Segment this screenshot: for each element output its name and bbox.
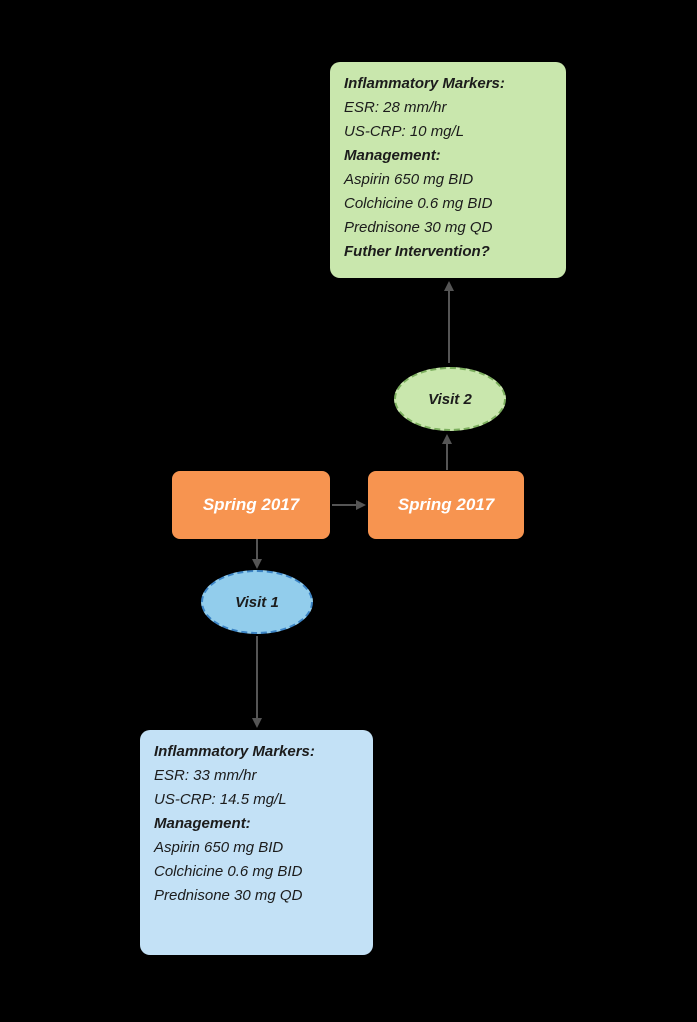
visit1-management-header: Management: — [154, 815, 251, 832]
visit2-node: Visit 2 — [394, 367, 506, 431]
visit2-management-header: Management: — [344, 147, 441, 164]
visit1-med-colchicine: Colchicine 0.6 mg BID — [154, 863, 303, 880]
arrowhead-up-green-card — [444, 281, 454, 291]
arrowhead-down-visit1 — [252, 559, 262, 569]
visit1-markers-header: Inflammatory Markers: — [154, 743, 315, 760]
arrowhead-right-spring-right — [356, 500, 366, 510]
visit2-crp-value: US-CRP: 10 mg/L — [344, 123, 465, 140]
visit1-node: Visit 1 — [201, 570, 313, 634]
arrowhead-down-blue-card — [252, 718, 262, 728]
spring-2017-left-label: Spring 2017 — [202, 495, 300, 514]
visit2-results-card: Inflammatory Markers: ESR: 28 mm/hr US-C… — [330, 62, 566, 278]
visit2-med-aspirin: Aspirin 650 mg BID — [344, 171, 474, 188]
arrowhead-up-visit2 — [442, 434, 452, 444]
visit1-esr-value: ESR: 33 mm/hr — [154, 767, 257, 784]
spring-2017-right-label: Spring 2017 — [397, 495, 495, 514]
visit1-med-prednisone: Prednisone 30 mg QD — [154, 887, 303, 904]
visit2-label: Visit 2 — [428, 390, 472, 408]
spring-2017-left-box: Spring 2017 — [172, 471, 330, 539]
visit1-med-aspirin: Aspirin 650 mg BID — [154, 839, 284, 856]
visit1-crp-value: US-CRP: 14.5 mg/L — [154, 791, 287, 808]
spring-2017-right-box: Spring 2017 — [368, 471, 524, 539]
visit2-markers-header: Inflammatory Markers: — [344, 75, 505, 92]
visit2-med-prednisone: Prednisone 30 mg QD — [344, 219, 493, 236]
visit1-results-card: Inflammatory Markers: ESR: 33 mm/hr US-C… — [140, 730, 373, 955]
visit2-intervention-question: Futher Intervention? — [344, 243, 490, 260]
visit1-label: Visit 1 — [235, 593, 279, 611]
visit2-esr-value: ESR: 28 mm/hr — [344, 99, 447, 116]
visit2-med-colchicine: Colchicine 0.6 mg BID — [344, 195, 493, 212]
